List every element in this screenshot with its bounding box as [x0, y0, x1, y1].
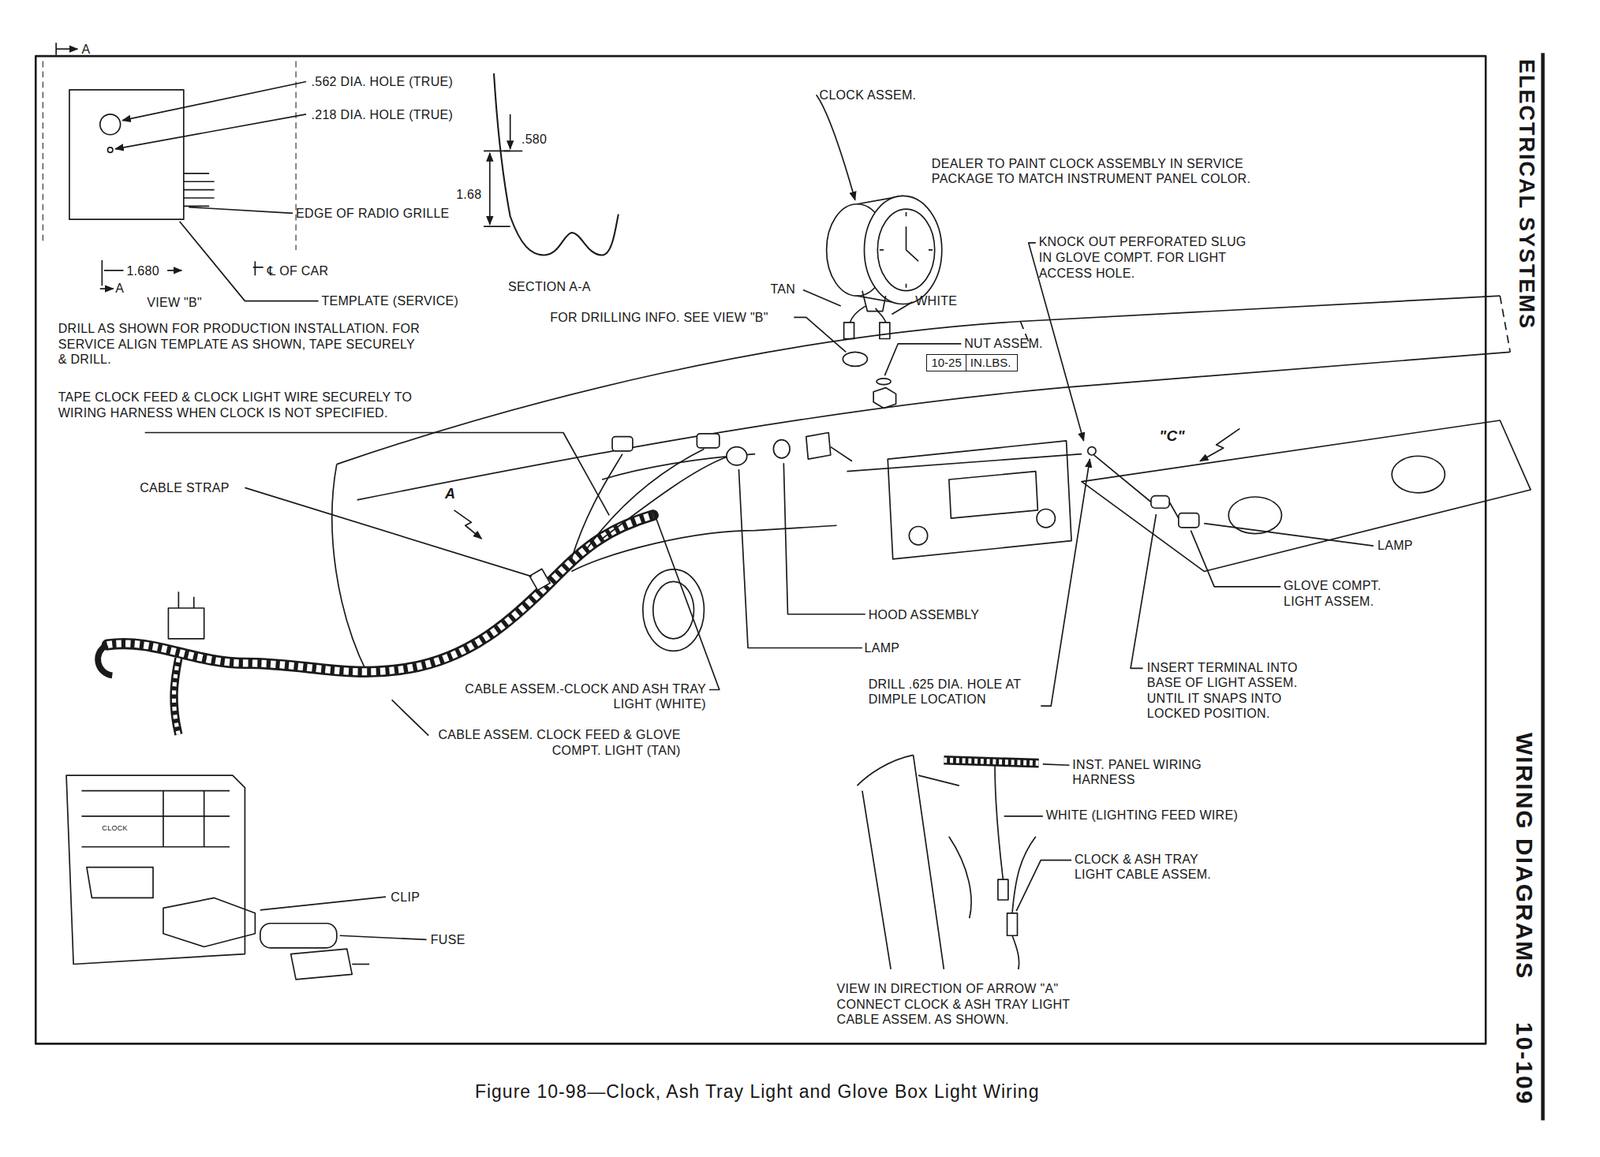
- fuse-slot-label: CLOCK: [101, 824, 128, 834]
- torque-value: 10-25: [927, 355, 965, 371]
- fuse-block: [66, 775, 427, 980]
- instruction-note: KNOCK OUT PERFORATED SLUG IN GLOVE COMPT…: [1039, 234, 1259, 281]
- glove-compartment-light: [1093, 455, 1373, 669]
- view-arrow-mark: A: [444, 485, 456, 504]
- wire-color: TAN: [770, 281, 796, 298]
- section-header: WIRING DIAGRAMS: [1511, 732, 1538, 980]
- cable-label: CLOCK & ASH TRAY LIGHT CABLE ASSEM.: [1074, 852, 1238, 883]
- part-label: TEMPLATE (SERVICE): [321, 293, 459, 310]
- dimension: .580: [521, 131, 547, 148]
- part-label: LAMP: [863, 640, 900, 657]
- part-label: HOOD ASSEMBLY: [868, 607, 980, 624]
- torque-box: 10-25IN.LBS.: [926, 354, 1018, 372]
- page-frame: [35, 56, 1486, 1044]
- section-mark: A: [115, 280, 124, 297]
- part-label: LAMP: [1377, 538, 1414, 554]
- torque-value: IN.LBS.: [965, 355, 1016, 371]
- instruction-note: DEALER TO PAINT CLOCK ASSEMBLY IN SERVIC…: [931, 156, 1284, 187]
- cable-label: CABLE ASSEM. CLOCK FEED & GLOVE COMPT. L…: [435, 727, 681, 759]
- view-title: VIEW "B": [146, 295, 202, 311]
- instruction-note: TAPE CLOCK FEED & CLOCK LIGHT WIRE SECUR…: [58, 389, 421, 421]
- part-label: CLOCK ASSEM.: [819, 87, 917, 104]
- instrument-panel: [332, 242, 1531, 707]
- part-label: CABLE STRAP: [139, 480, 230, 497]
- page-number: 10-109: [1511, 1022, 1538, 1106]
- view-a-inset: [856, 755, 1072, 970]
- section-mark: A: [81, 41, 90, 58]
- figure-caption: Figure 10-98—Clock, Ash Tray Light and G…: [474, 1081, 1040, 1103]
- view-arrow-mark: "C": [1158, 426, 1186, 445]
- wire-label: WHITE (LIGHTING FEED WIRE): [1046, 807, 1238, 824]
- wire-color: WHITE: [915, 293, 958, 310]
- view-b: [42, 42, 318, 301]
- section-a-a: [483, 73, 619, 255]
- part-label: GLOVE COMPT. LIGHT ASSEM.: [1283, 578, 1402, 610]
- instruction-note: DRILL AS SHOWN FOR PRODUCTION INSTALLATI…: [58, 321, 427, 368]
- instruction-note: INSERT TERMINAL INTO BASE OF LIGHT ASSEM…: [1147, 660, 1331, 722]
- instruction-note: DRILL .625 DIA. HOLE AT DIMPLE LOCATION: [868, 676, 1037, 708]
- dimension-note: .562 DIA. HOLE (TRUE): [310, 74, 453, 90]
- part-label: EDGE OF RADIO GRILLE: [295, 205, 449, 222]
- part-label: NUT ASSEM.: [964, 336, 1043, 352]
- part-label: FUSE: [430, 932, 466, 949]
- view-title: SECTION A-A: [508, 279, 591, 296]
- dimension: 1.680: [126, 263, 160, 280]
- header-rule: [1540, 52, 1545, 1121]
- wiring-harness: [97, 433, 866, 737]
- centerline-label: ℄ OF CAR: [267, 263, 329, 280]
- reference-note: FOR DRILLING INFO. SEE VIEW "B": [549, 310, 769, 326]
- instruction-note: VIEW IN DIRECTION OF ARROW "A" CONNECT C…: [837, 981, 1113, 1029]
- section-header: ELECTRICAL SYSTEMS: [1514, 59, 1538, 330]
- cable-label: CABLE ASSEM.-CLOCK AND ASH TRAY LIGHT (W…: [461, 681, 707, 713]
- dimension: 1.68: [456, 186, 482, 203]
- part-label: INST. PANEL WIRING HARNESS: [1072, 757, 1226, 789]
- part-label: CLIP: [390, 889, 420, 906]
- dimension-note: .218 DIA. HOLE (TRUE): [310, 107, 453, 124]
